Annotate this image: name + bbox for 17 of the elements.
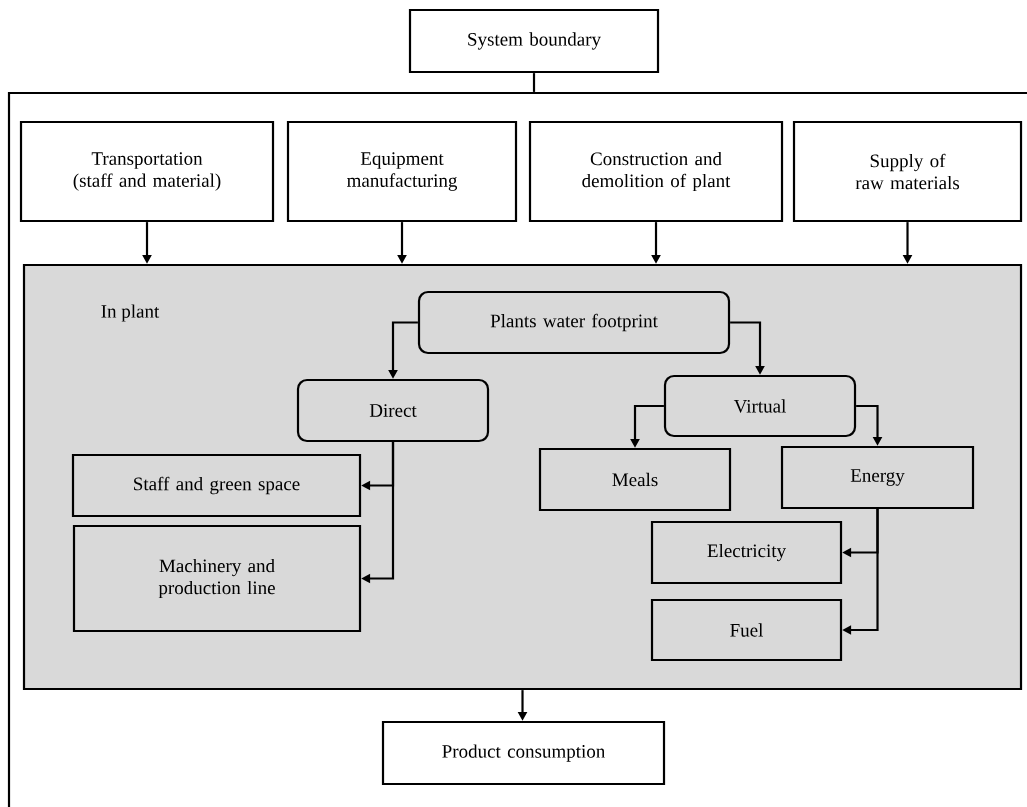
process-box: Supply of raw materials [792,120,1023,223]
process-box: Product consumption [381,720,666,786]
rounded-box: Direct [296,378,490,443]
boundary-frame [7,91,1027,807]
process-box: Equipment manufacturing [286,120,518,223]
process-box: Construction and demolition of plant [528,120,784,223]
process-box: Meals [538,447,732,512]
label-box: System boundary [408,8,660,74]
process-box: Machinery and production line [72,524,362,633]
process-box: Transportation (staff and material) [19,120,275,223]
process-box: Energy [780,445,975,510]
rounded-box: Virtual [663,374,857,438]
process-box: Fuel [650,598,843,662]
process-box: Electricity [650,520,843,585]
process-box: Staff and green space [71,453,362,518]
rounded-box: Plants water footprint [417,290,731,355]
connector-line [532,73,536,92]
